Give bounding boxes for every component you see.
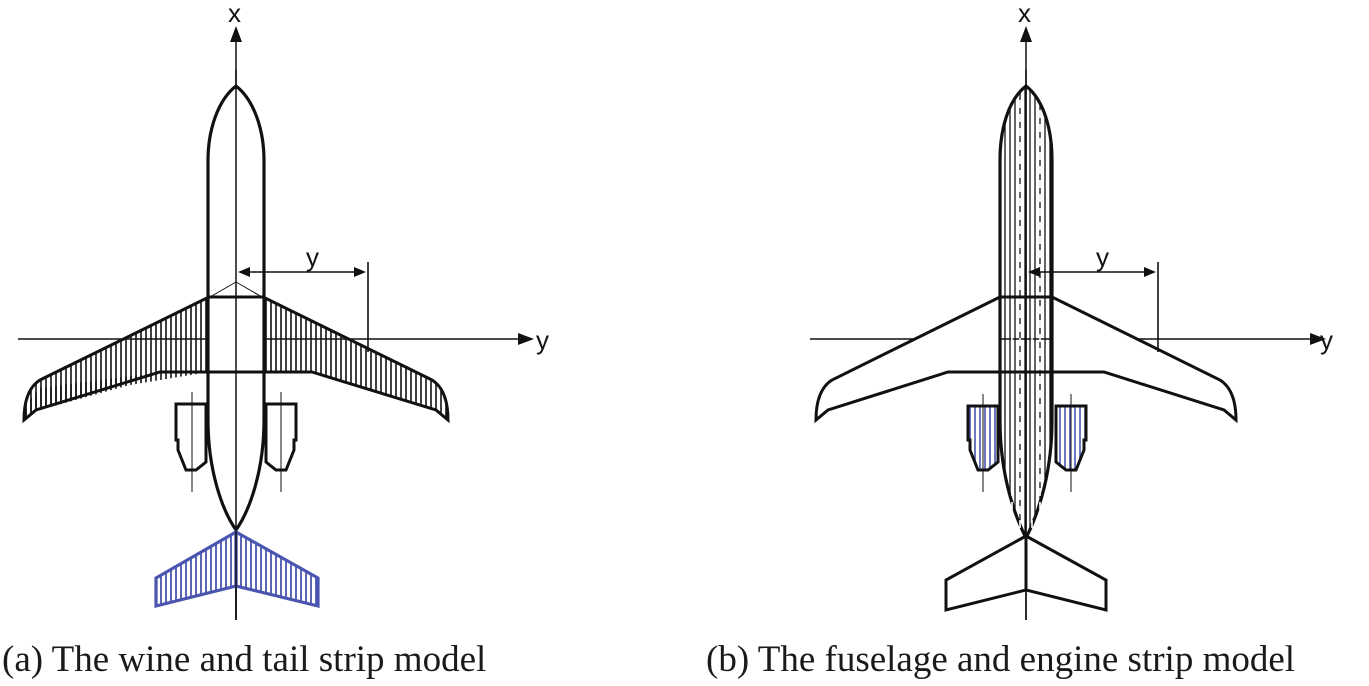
dimension-y-arrowhead-right — [354, 267, 366, 277]
right-wing-outline — [1051, 295, 1238, 424]
tail-strips-right — [234, 529, 320, 609]
y-axis-arrowhead — [1310, 333, 1326, 345]
caption-b: (b) The fuselage and engine strip model — [706, 639, 1296, 680]
right-wing-outline — [262, 295, 450, 424]
dimension-y-label: y — [1096, 242, 1109, 272]
dimension-y-label: y — [306, 242, 319, 272]
x-axis-label: x — [1018, 0, 1031, 28]
left-wing-outline — [22, 295, 210, 424]
fuselage-dashed-strip-lines — [1011, 100, 1041, 528]
caption-a: (a) The wine and tail strip model — [2, 639, 487, 680]
dimension-y-arrowhead-right — [1144, 267, 1156, 277]
panel-wing-tail-strip-model: x y y (a) The w — [0, 0, 684, 686]
x-axis-arrowhead — [230, 26, 242, 42]
dimension-y-arrowhead-left — [1028, 267, 1040, 277]
wing-sweep-line-right — [235, 281, 263, 298]
left-wing-outline — [814, 295, 1001, 424]
y-axis-label: y — [1320, 325, 1333, 355]
wing-sweep-line-left — [209, 281, 237, 298]
dimension-y-arrowhead-left — [238, 267, 250, 277]
x-axis-label: x — [228, 0, 241, 28]
tail-left — [944, 533, 1028, 612]
tail-right — [1024, 533, 1108, 612]
y-axis-label: y — [536, 325, 549, 355]
aircraft-diagram-b: x y y — [810, 0, 1333, 620]
aircraft-diagram-a: x y y — [18, 0, 549, 620]
left-engine — [174, 402, 208, 472]
x-axis-arrowhead — [1020, 26, 1032, 42]
panel-fuselage-engine-strip-model: x y y (b) The fuse — [684, 0, 1369, 686]
y-axis-arrowhead — [518, 333, 534, 345]
tail-strips-left — [154, 529, 238, 609]
